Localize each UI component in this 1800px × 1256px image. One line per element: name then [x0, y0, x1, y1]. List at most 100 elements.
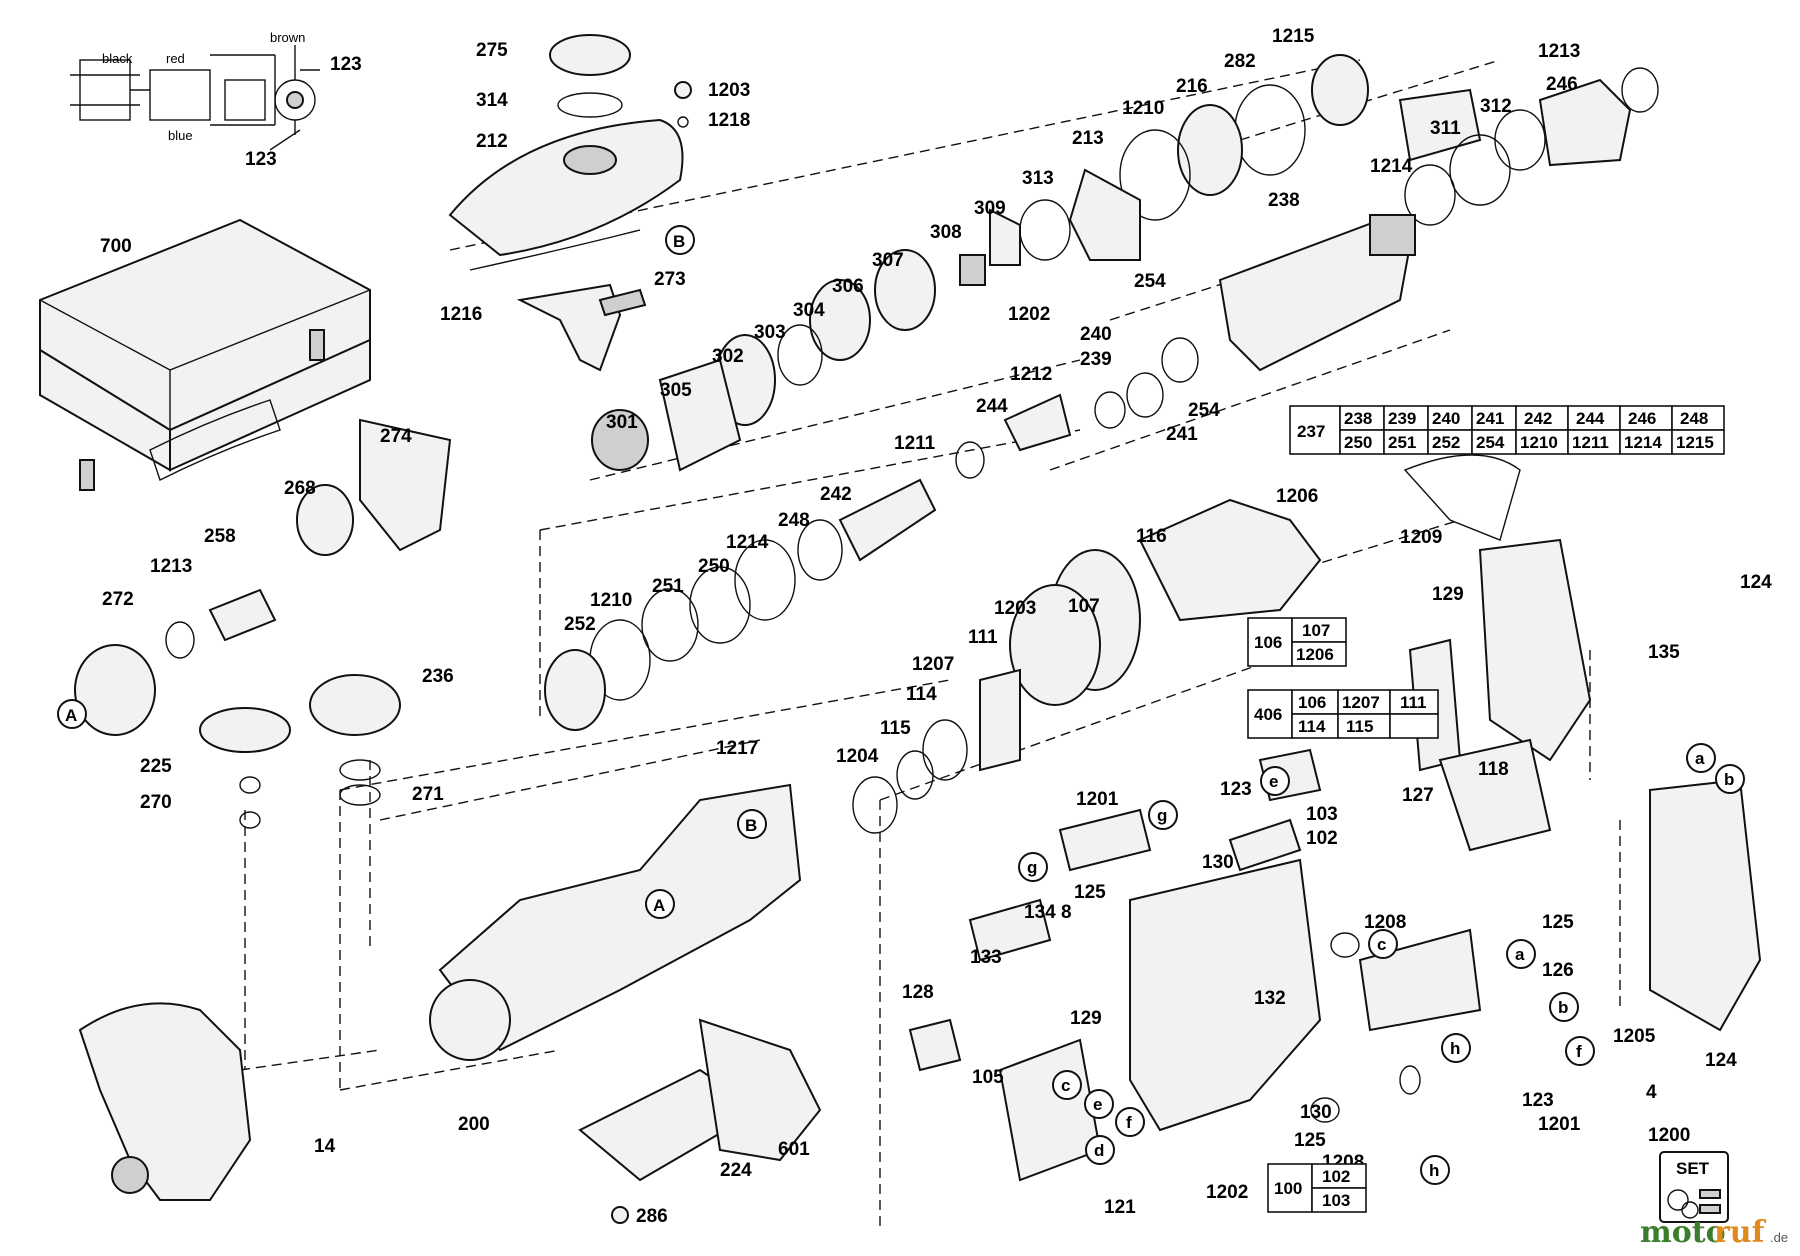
part-label: 270	[140, 792, 172, 813]
part-label: 274	[380, 426, 412, 447]
part-label: 225	[140, 756, 172, 777]
part-label: 121	[1104, 1197, 1136, 1218]
part-label: 130	[1300, 1102, 1332, 1123]
part-label: 127	[1402, 785, 1434, 806]
part-label: 236	[422, 666, 454, 687]
part-label: 116	[1136, 526, 1167, 547]
part-label: 128	[902, 982, 934, 1003]
part-label: 304	[793, 300, 825, 321]
part-label: 4	[1646, 1082, 1657, 1103]
part-label: 134	[1024, 902, 1056, 923]
kit-table-cell: 111	[1400, 693, 1427, 712]
kit-table-cell: 1210	[1520, 433, 1558, 452]
part-label: 242	[820, 484, 852, 505]
kit-table-237: 237 238 239 240 241 242 244 246 248 250 …	[1289, 405, 1725, 455]
gear-parts	[74, 418, 452, 829]
part-label: 114	[906, 684, 937, 705]
part-label: 125	[1542, 912, 1574, 933]
callout-letter: A	[653, 896, 665, 915]
part-label: 238	[1268, 190, 1300, 211]
kit-table-cell: 106	[1298, 693, 1326, 712]
part-label: 1204	[836, 746, 879, 767]
brand-part2: ruf	[1714, 1215, 1767, 1250]
wire-label-blue: blue	[168, 128, 193, 143]
part-label: 1218	[708, 110, 750, 131]
part-label: 105	[972, 1067, 1004, 1088]
cover-parts	[448, 34, 692, 372]
kit-table-cell: 242	[1524, 409, 1552, 428]
part-label: 241	[1166, 424, 1198, 445]
part-label: 254	[1134, 271, 1166, 292]
kit-table-key: 237	[1297, 422, 1325, 441]
callout-letter: a	[1695, 749, 1705, 768]
part-label: 282	[1224, 51, 1256, 72]
part-label: 250	[698, 556, 730, 577]
part-label: 312	[1480, 96, 1512, 117]
part-label: 8	[1061, 902, 1072, 923]
callouts: B B A A g g e c a b a b c e f d h f h	[57, 225, 1745, 1185]
part-label: 129	[1432, 584, 1464, 605]
brand-part1: moto	[1640, 1215, 1726, 1250]
part-label: 254	[1188, 400, 1220, 421]
part-label: 1209	[1400, 527, 1442, 548]
part-label: 1200	[1648, 1125, 1690, 1146]
part-label: 248	[778, 510, 810, 531]
part-label: 123	[245, 149, 277, 170]
kit-table-cell: 1214	[1624, 433, 1662, 452]
part-label: 124	[1705, 1050, 1737, 1071]
kit-table-cell: 246	[1628, 409, 1656, 428]
part-labels: 123 123 275 314 212 1203 1218 700 1216 2…	[100, 26, 1772, 1227]
callout-letter: b	[1558, 998, 1568, 1017]
part-label: 302	[712, 346, 744, 367]
kit-table-100: 100 102 103	[1267, 1163, 1367, 1213]
kit-table-106: 106 107 1206	[1247, 617, 1347, 667]
kit-table-cell: 254	[1476, 433, 1505, 452]
part-label: 107	[1068, 596, 1100, 617]
part-label: 1213	[1538, 41, 1580, 62]
part-label: 224	[720, 1160, 752, 1181]
part-label: 130	[1202, 852, 1234, 873]
part-label: 1202	[1008, 304, 1050, 325]
part-label: 133	[970, 947, 1002, 968]
part-label: 311	[1430, 118, 1461, 139]
part-label: 1210	[1122, 98, 1164, 119]
wire-label-red: red	[166, 51, 185, 66]
part-label: 212	[476, 131, 508, 152]
part-label: 314	[476, 90, 508, 111]
set-badge: SET	[1659, 1151, 1729, 1223]
part-label: 1211	[894, 433, 936, 454]
part-label: 102	[1306, 828, 1338, 849]
callout-letter: B	[745, 816, 757, 835]
part-label: 306	[832, 276, 864, 297]
wire-label-brown: brown	[270, 30, 305, 45]
part-label: 258	[204, 526, 236, 547]
wire-labels: black red brown blue	[102, 30, 305, 143]
part-label: 301	[606, 412, 638, 433]
kit-table-cell: 244	[1576, 409, 1605, 428]
callout-letter: c	[1061, 1076, 1070, 1095]
part-label: 308	[930, 222, 962, 243]
wire-label-black: black	[102, 51, 133, 66]
kit-table-key: 406	[1254, 705, 1282, 724]
callout-letter: h	[1429, 1161, 1439, 1180]
kit-table-cell: 1215	[1676, 433, 1714, 452]
part-label: 244	[976, 396, 1008, 417]
part-label: 132	[1254, 988, 1286, 1009]
part-label: 601	[778, 1139, 810, 1160]
part-label: 126	[1542, 960, 1574, 981]
part-label: 123	[1220, 779, 1252, 800]
kit-table-cell: 239	[1388, 409, 1416, 428]
part-label: 1214	[1370, 156, 1413, 177]
part-label: 1212	[1010, 364, 1052, 385]
kit-table-cell: 102	[1322, 1167, 1350, 1186]
part-label: 129	[1070, 1008, 1102, 1029]
part-label: 118	[1478, 759, 1509, 780]
part-label: 700	[100, 236, 132, 257]
carry-case	[39, 218, 371, 491]
callout-letter: e	[1093, 1095, 1102, 1114]
callout-letter: f	[1576, 1042, 1582, 1061]
part-label: 286	[636, 1206, 668, 1227]
part-label: 303	[754, 322, 786, 343]
part-label: 239	[1080, 349, 1112, 370]
part-label: 125	[1294, 1130, 1326, 1151]
